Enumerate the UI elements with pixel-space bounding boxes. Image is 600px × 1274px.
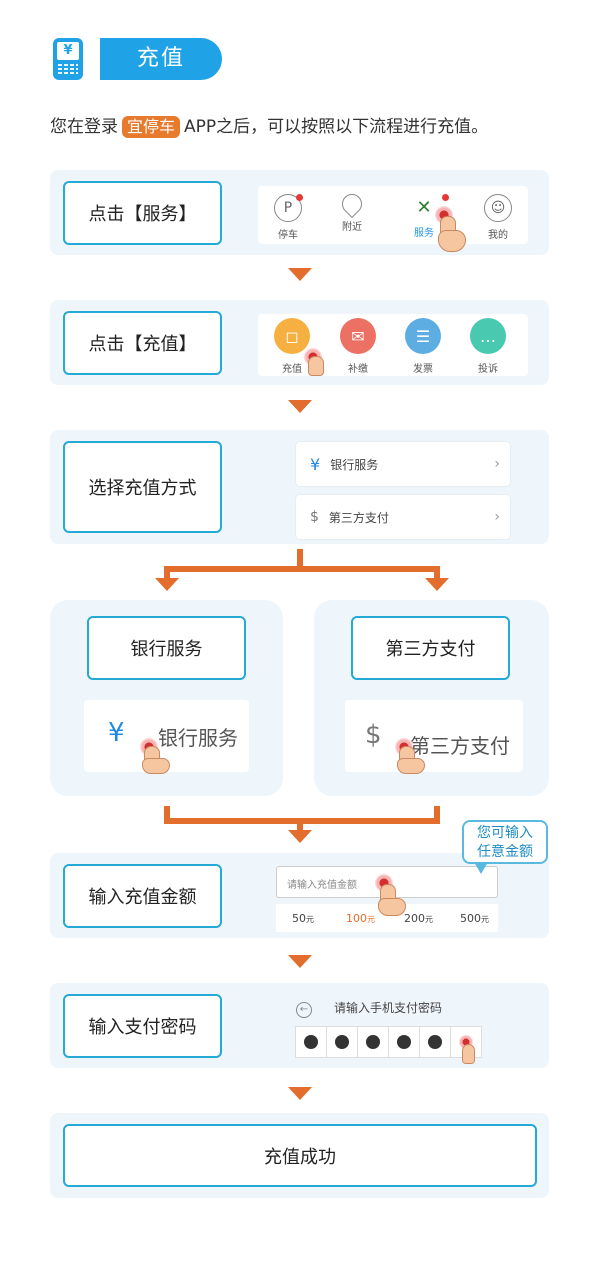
tab-service: ✕服务 xyxy=(414,196,434,240)
amount-200: 200元 xyxy=(404,912,433,925)
bank-hand-icon: ¥ xyxy=(310,454,321,474)
invoice-item: ☰发票 xyxy=(403,318,443,375)
pointing-hand-icon xyxy=(308,356,324,376)
money-bag-icon: $ xyxy=(310,509,319,525)
password-header: ←请输入手机支付密码 xyxy=(296,999,442,1018)
repay-item: ✉补缴 xyxy=(338,318,378,375)
bank-box: 银行服务 xyxy=(87,616,246,680)
step-3-box: 选择充值方式 xyxy=(63,441,222,533)
third-party-box: 第三方支付 xyxy=(351,616,510,680)
bank-option-mock: ¥ 银行服务 xyxy=(84,700,249,774)
phone-yen-icon: ¥ xyxy=(53,38,83,80)
section-title: 充值 xyxy=(100,38,222,80)
notification-dot xyxy=(296,194,303,201)
tab-nearby: 附近 xyxy=(332,189,372,233)
step-1-box: 点击【服务】 xyxy=(63,181,222,245)
tab-mine: ☺我的 xyxy=(478,194,518,241)
down-arrow-icon xyxy=(288,400,312,413)
amount-100: 100元 xyxy=(346,912,375,925)
step-2-box: 点击【充值】 xyxy=(63,311,222,375)
app-name-badge: 宜停车 xyxy=(122,116,181,138)
back-arrow-icon: ← xyxy=(296,1002,312,1018)
amount-500: 500元 xyxy=(460,912,489,925)
down-arrow-icon xyxy=(288,1087,312,1100)
third-party-option-mock: $ 第三方支付 xyxy=(345,700,523,774)
step-6-box: 输入支付密码 xyxy=(63,994,222,1058)
amount-options: 50元 100元 200元 500元 xyxy=(276,904,498,932)
step-5-box: 输入充值金额 xyxy=(63,864,222,928)
pointing-hand-icon xyxy=(462,1044,475,1064)
down-arrow-icon xyxy=(155,578,179,591)
complaint-item: …投诉 xyxy=(468,318,508,375)
down-arrow-icon xyxy=(288,830,312,843)
option-bank-row: ¥ 银行服务 › xyxy=(296,442,510,486)
notification-dot xyxy=(442,194,449,201)
service-grid-mock: ◻充值 ✉补缴 ☰发票 …投诉 xyxy=(258,314,528,376)
down-arrow-icon xyxy=(425,578,449,591)
chevron-right-icon: › xyxy=(494,456,500,472)
bank-hand-icon: ¥ xyxy=(108,718,125,748)
recharge-item: ◻充值 xyxy=(272,318,312,375)
down-arrow-icon xyxy=(288,955,312,968)
down-arrow-icon xyxy=(288,268,312,281)
step-7-box: 充值成功 xyxy=(63,1124,537,1187)
password-cells xyxy=(295,1026,482,1058)
option-third-party-row: $ 第三方支付 › xyxy=(296,495,510,539)
chevron-right-icon: › xyxy=(494,509,500,525)
amount-50: 50元 xyxy=(292,912,314,925)
tip-bubble: 您可输入任意金额 xyxy=(462,820,548,864)
money-bag-icon: $ xyxy=(365,720,382,750)
